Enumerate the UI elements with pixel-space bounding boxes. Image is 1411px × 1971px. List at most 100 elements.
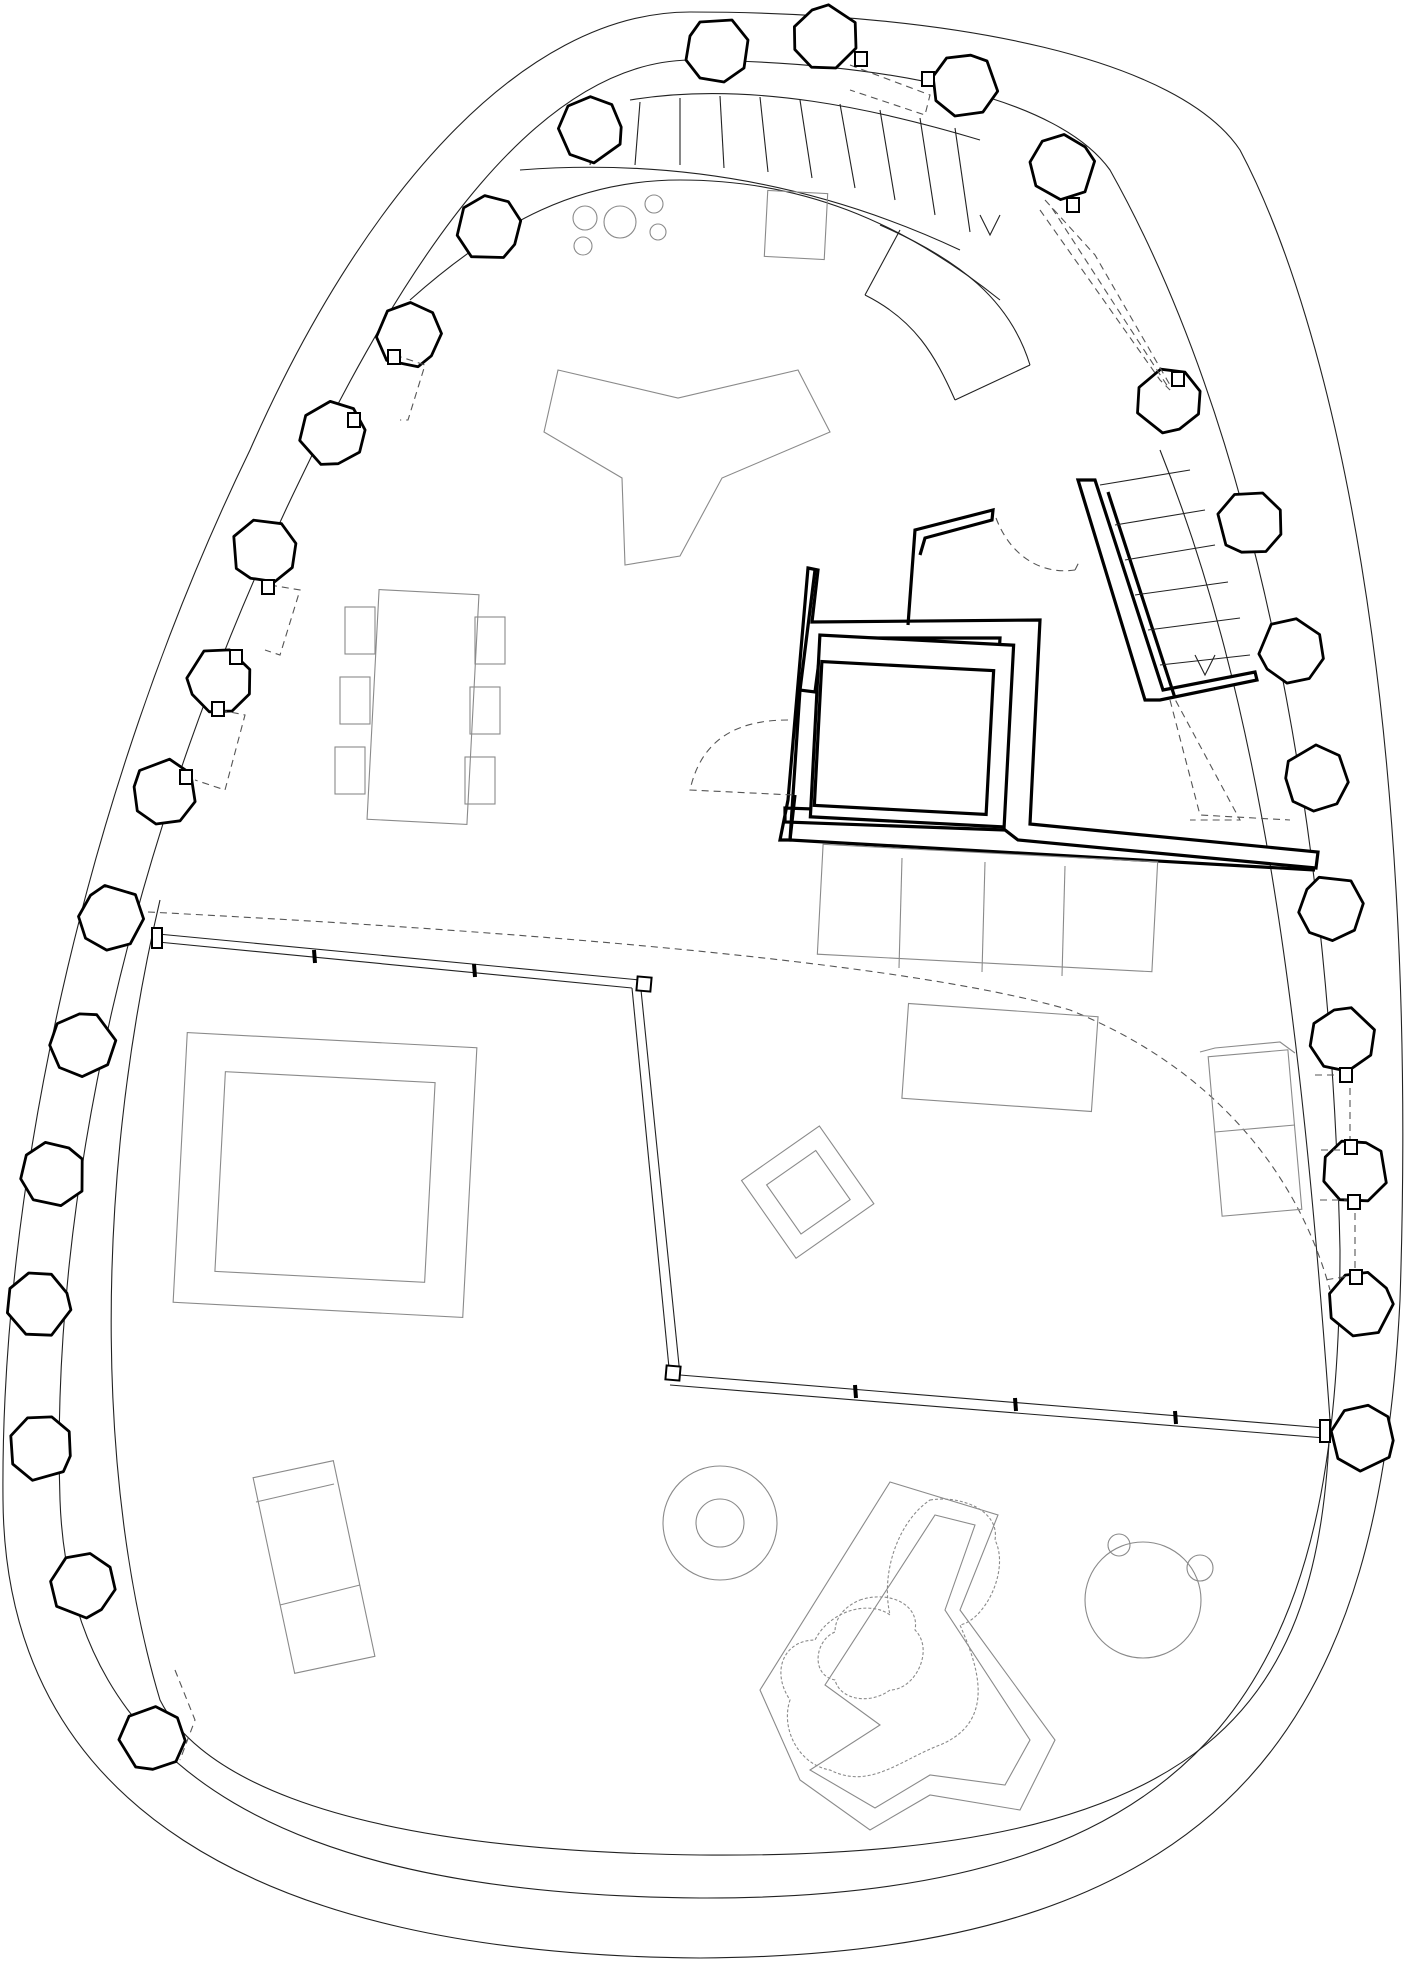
window-opening xyxy=(1320,1199,1356,1281)
tree-column xyxy=(19,1141,84,1207)
mullion xyxy=(853,1384,858,1399)
armchair xyxy=(740,1125,875,1260)
tree-column xyxy=(48,1012,118,1078)
window-opening xyxy=(1044,199,1171,386)
window-opening xyxy=(264,584,301,656)
tree-column xyxy=(1297,875,1365,942)
window-opening xyxy=(849,64,931,116)
lounger xyxy=(252,1460,376,1674)
post xyxy=(854,51,868,67)
service-core xyxy=(689,507,1320,872)
post xyxy=(1339,1067,1353,1083)
tree-column xyxy=(232,518,298,584)
post xyxy=(229,649,243,665)
tree-column xyxy=(9,1415,72,1482)
tree-column xyxy=(49,1552,117,1620)
partition-vertical-a xyxy=(639,979,681,1376)
stair-rail xyxy=(1106,491,1177,699)
core-wall-top-stub xyxy=(906,507,995,626)
kitchen-counter xyxy=(816,843,1159,977)
partition-lower-b xyxy=(669,1384,1326,1439)
post xyxy=(387,349,401,365)
post xyxy=(1066,197,1080,213)
bench-arc-outer xyxy=(879,224,1031,366)
tree-column xyxy=(298,399,367,466)
post xyxy=(347,412,361,428)
partition-corner-post xyxy=(635,975,653,993)
partition-upper-b xyxy=(157,941,633,989)
stair-treads xyxy=(589,95,971,233)
furniture xyxy=(172,369,1303,1831)
inner-envelope-line xyxy=(58,59,1341,1899)
door-swing xyxy=(995,517,1076,572)
window-opening xyxy=(194,709,246,791)
tree-column xyxy=(1136,367,1202,435)
door-swing xyxy=(689,719,794,796)
planter-circles xyxy=(572,194,667,256)
tree-canopy xyxy=(817,1596,924,1700)
structural-columns xyxy=(6,3,1395,1771)
window-opening xyxy=(394,354,426,421)
planter-bed xyxy=(759,1481,1056,1831)
tree-column xyxy=(1329,1403,1395,1473)
tree-column xyxy=(374,301,443,369)
tree-column xyxy=(1028,133,1096,202)
post xyxy=(1171,371,1185,387)
stair-inner-arc xyxy=(519,166,961,251)
building-envelope xyxy=(2,11,1404,1959)
post xyxy=(1349,1269,1363,1285)
stair-arrow xyxy=(979,214,1001,237)
round-planter xyxy=(1084,1533,1214,1659)
mullion xyxy=(1173,1410,1178,1425)
tree-column xyxy=(6,1271,73,1337)
post xyxy=(921,71,935,87)
partition-vertical-b xyxy=(631,987,671,1379)
tree-column xyxy=(1216,491,1283,554)
stair-steps xyxy=(1099,469,1251,666)
mullion xyxy=(1013,1397,1018,1412)
tree-column xyxy=(132,757,197,826)
partition-end-post xyxy=(1319,1419,1331,1443)
window-openings xyxy=(174,51,1363,1761)
core-wall-left xyxy=(798,569,817,691)
side-stair xyxy=(1075,469,1291,821)
post xyxy=(261,579,275,595)
tree-column xyxy=(557,95,623,165)
tree-column xyxy=(1308,1006,1376,1073)
stair-landing-square xyxy=(763,189,829,261)
post xyxy=(1347,1194,1361,1210)
tree-planter xyxy=(759,1481,1056,1831)
door-leaf xyxy=(1074,559,1081,571)
partition-lower xyxy=(679,1374,1326,1429)
tree-column xyxy=(185,648,252,714)
bench-start-line xyxy=(864,229,901,296)
tree-column xyxy=(117,1705,187,1771)
curved-stair xyxy=(519,93,1031,401)
stair-up-arrow xyxy=(1194,654,1216,677)
tree-column xyxy=(1257,617,1325,685)
tree-column xyxy=(793,3,858,70)
stair-outer-arc xyxy=(629,93,981,141)
floor-edge-line xyxy=(110,179,1331,1856)
dining-chairs xyxy=(334,606,506,805)
post xyxy=(179,769,193,785)
core-room-inner xyxy=(812,659,996,817)
mullion xyxy=(472,963,477,978)
core-left-return xyxy=(788,794,1316,872)
y-shaped-table xyxy=(543,369,831,566)
daybed xyxy=(1199,1041,1303,1217)
sideboard xyxy=(901,1002,1099,1113)
window-opening xyxy=(1169,689,1241,821)
tree-column xyxy=(1328,1271,1395,1338)
glass-partition xyxy=(151,927,1331,1443)
glazing-curve xyxy=(147,911,1331,1291)
mullion xyxy=(312,949,317,964)
bench-arc-inner xyxy=(864,294,956,401)
rug xyxy=(172,1032,478,1318)
tree-column xyxy=(1284,743,1350,813)
dining-table xyxy=(366,588,480,826)
partition-upper xyxy=(157,933,641,981)
stair-stringer xyxy=(1075,478,1259,702)
tree-column xyxy=(77,884,146,952)
